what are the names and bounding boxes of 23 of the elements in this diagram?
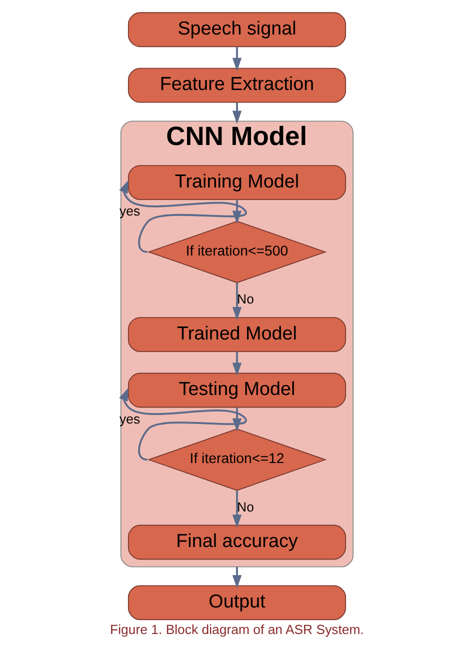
node-box: Output — [128, 585, 346, 620]
edge-label: yes — [120, 411, 140, 426]
arrow — [232, 566, 242, 588]
node-box: Speech signal — [128, 12, 346, 48]
arrow — [232, 490, 242, 528]
arrow — [119, 180, 246, 253]
arrow — [232, 102, 242, 124]
node-box: Trained Model — [128, 317, 346, 352]
node-box: Training Model — [128, 165, 346, 200]
arrow — [232, 282, 242, 320]
arrow — [119, 388, 246, 461]
node-box: Final accuracy — [128, 524, 346, 560]
caption: Figure 1. Block diagram of an ASR System. — [110, 622, 364, 638]
edge-label: No — [237, 292, 254, 307]
node-diamond: If iteration<=500 — [147, 220, 327, 284]
node-box: Testing Model — [128, 372, 346, 408]
node-diamond: If iteration<=12 — [147, 428, 327, 491]
arrow — [232, 200, 242, 224]
arrow — [232, 46, 242, 72]
edge-label: yes — [120, 204, 140, 219]
edge-label: No — [237, 499, 254, 514]
arrow — [232, 352, 242, 376]
node-box: Feature Extraction — [128, 68, 346, 103]
